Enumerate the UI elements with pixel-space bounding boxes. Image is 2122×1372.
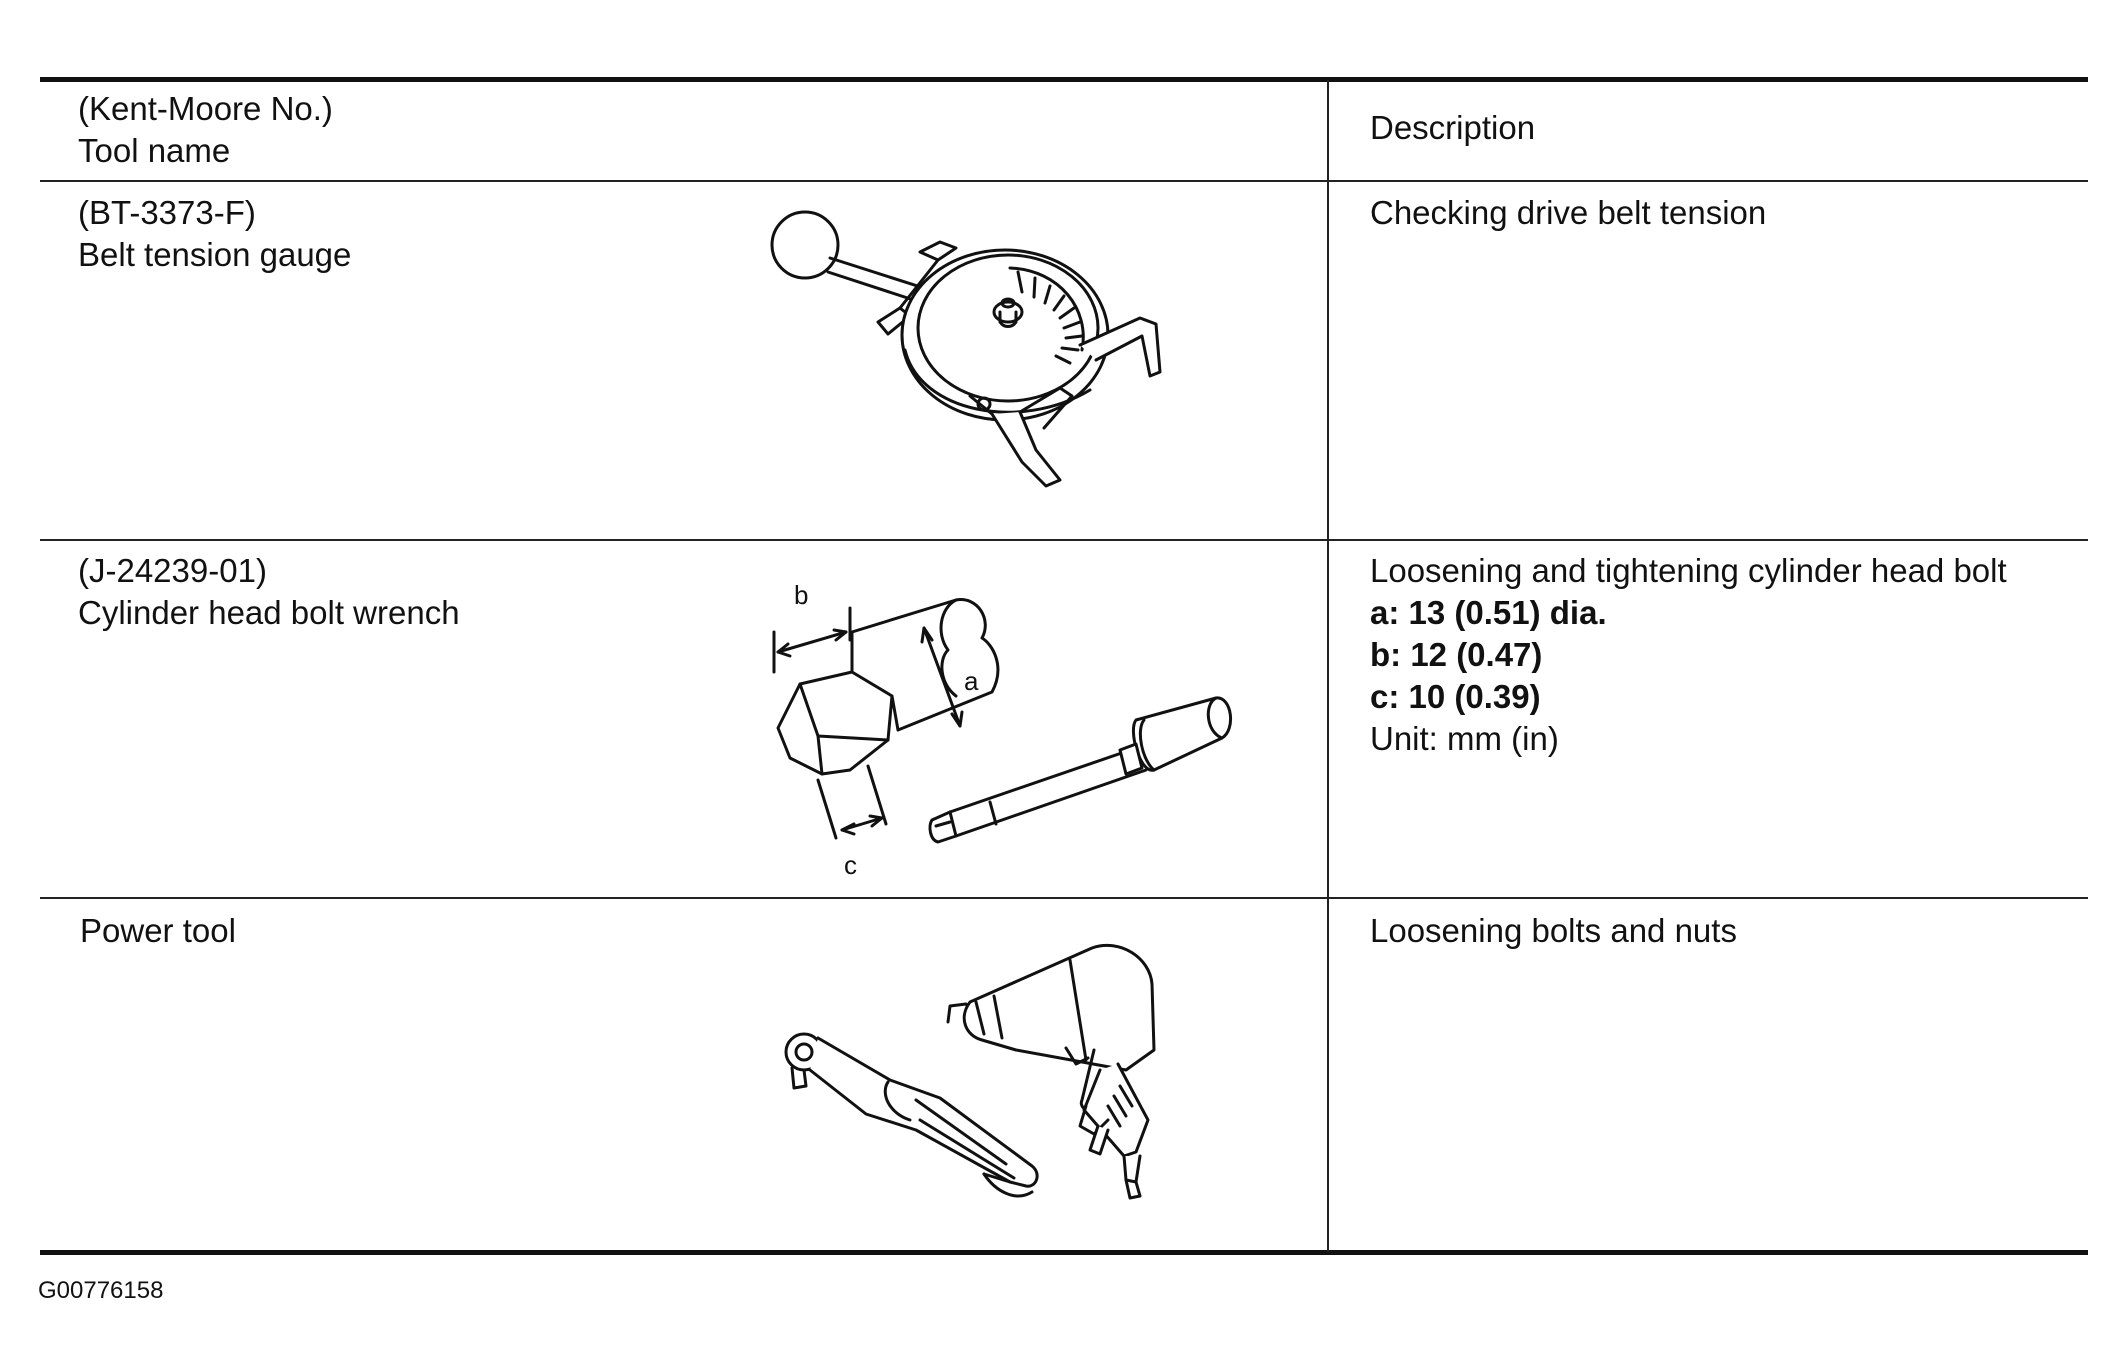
tool-name-header: Tool name bbox=[78, 132, 231, 169]
description-header: Description bbox=[1370, 109, 1536, 146]
column-divider bbox=[1327, 80, 1329, 1252]
tool-name: Cylinder head bolt wrench bbox=[78, 594, 460, 631]
dimension-c-label: c bbox=[844, 850, 857, 880]
row2-bottom-rule bbox=[40, 897, 2088, 899]
tool-number: (J-24239-01) bbox=[78, 552, 267, 589]
dimension-b-label: b bbox=[794, 580, 808, 610]
tool-description: Loosening bolts and nuts bbox=[1370, 912, 1737, 949]
spec-a: a: 13 (0.51) dia. bbox=[1370, 594, 1607, 631]
dimension-a-label: a bbox=[964, 666, 979, 696]
spec-c: c: 10 (0.39) bbox=[1370, 678, 1541, 715]
figure-id: G00776158 bbox=[38, 1277, 164, 1304]
header-bottom-rule bbox=[40, 180, 2088, 182]
tool-name: Power tool bbox=[80, 912, 236, 949]
kent-moore-header: (Kent-Moore No.) bbox=[78, 90, 333, 127]
tool-description: Checking drive belt tension bbox=[1370, 194, 1767, 231]
cylinder-head-bolt-wrench-icon: b a c bbox=[760, 580, 1280, 880]
table-top-rule bbox=[40, 77, 2088, 82]
tool-name: Belt tension gauge bbox=[78, 236, 352, 273]
power-tool-icon bbox=[770, 930, 1240, 1230]
tool-description: Loosening and tightening cylinder head b… bbox=[1370, 552, 2007, 589]
row1-bottom-rule bbox=[40, 539, 2088, 541]
table-bottom-rule bbox=[40, 1250, 2088, 1255]
belt-tension-gauge-icon bbox=[760, 200, 1190, 500]
unit-note: Unit: mm (in) bbox=[1370, 720, 1559, 757]
spec-b: b: 12 (0.47) bbox=[1370, 636, 1543, 673]
tool-number: (BT-3373-F) bbox=[78, 194, 256, 231]
